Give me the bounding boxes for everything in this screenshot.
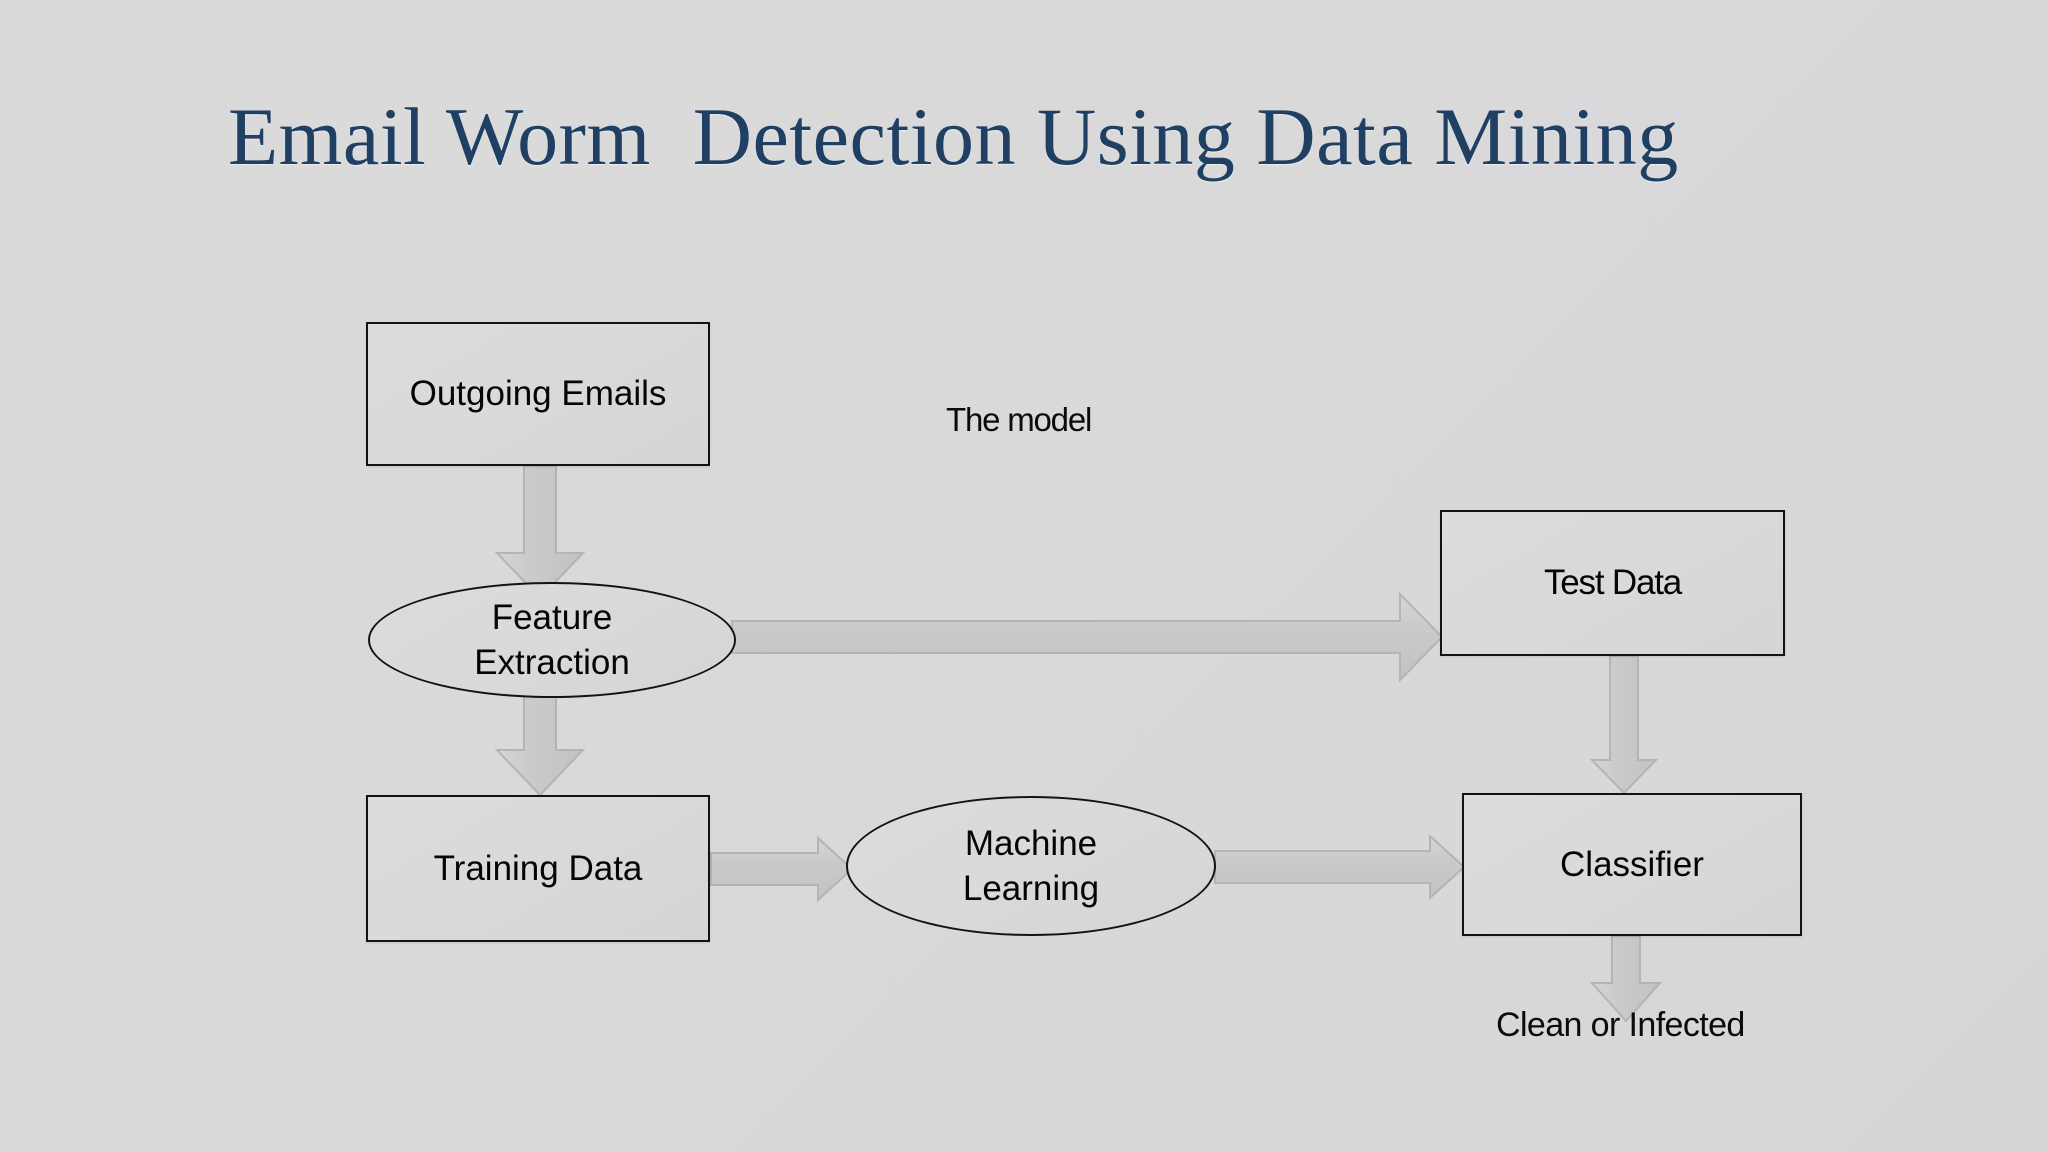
node-outgoing-emails-label: Outgoing Emails: [409, 374, 667, 413]
node-machine-learning-label: Machine Learning: [962, 824, 1100, 908]
arrow-training-data-to-machine-learning: [710, 835, 854, 903]
node-feature-extraction-label: Feature Extraction: [474, 598, 630, 682]
node-test-data[interactable]: Test Data: [1440, 510, 1785, 656]
arrow-machine-learning-to-classifier: [1214, 833, 1466, 901]
arrow-outgoing-emails-to-feature-extraction: [494, 465, 586, 600]
arrow-test-data-to-classifier: [1589, 655, 1659, 795]
node-test-data-label: Test Data: [1543, 563, 1682, 602]
node-classifier-label: Classifier: [1560, 844, 1704, 884]
node-machine-learning[interactable]: Machine Learning: [846, 796, 1216, 936]
node-classifier[interactable]: Classifier: [1462, 793, 1802, 936]
label-the-model: The model: [946, 401, 1092, 438]
label-clean-or-infected: Clean or Infected: [1496, 1006, 1745, 1044]
node-training-data[interactable]: Training Data: [366, 795, 710, 942]
page-title: Email Worm Detection Using Data Mining: [228, 91, 1679, 182]
node-feature-extraction[interactable]: Feature Extraction: [368, 582, 736, 698]
node-outgoing-emails[interactable]: Outgoing Emails: [366, 322, 710, 466]
arrow-feature-extraction-to-test-data: [731, 591, 1444, 683]
node-training-data-label: Training Data: [433, 848, 643, 888]
arrow-feature-extraction-to-training-data: [494, 689, 586, 797]
